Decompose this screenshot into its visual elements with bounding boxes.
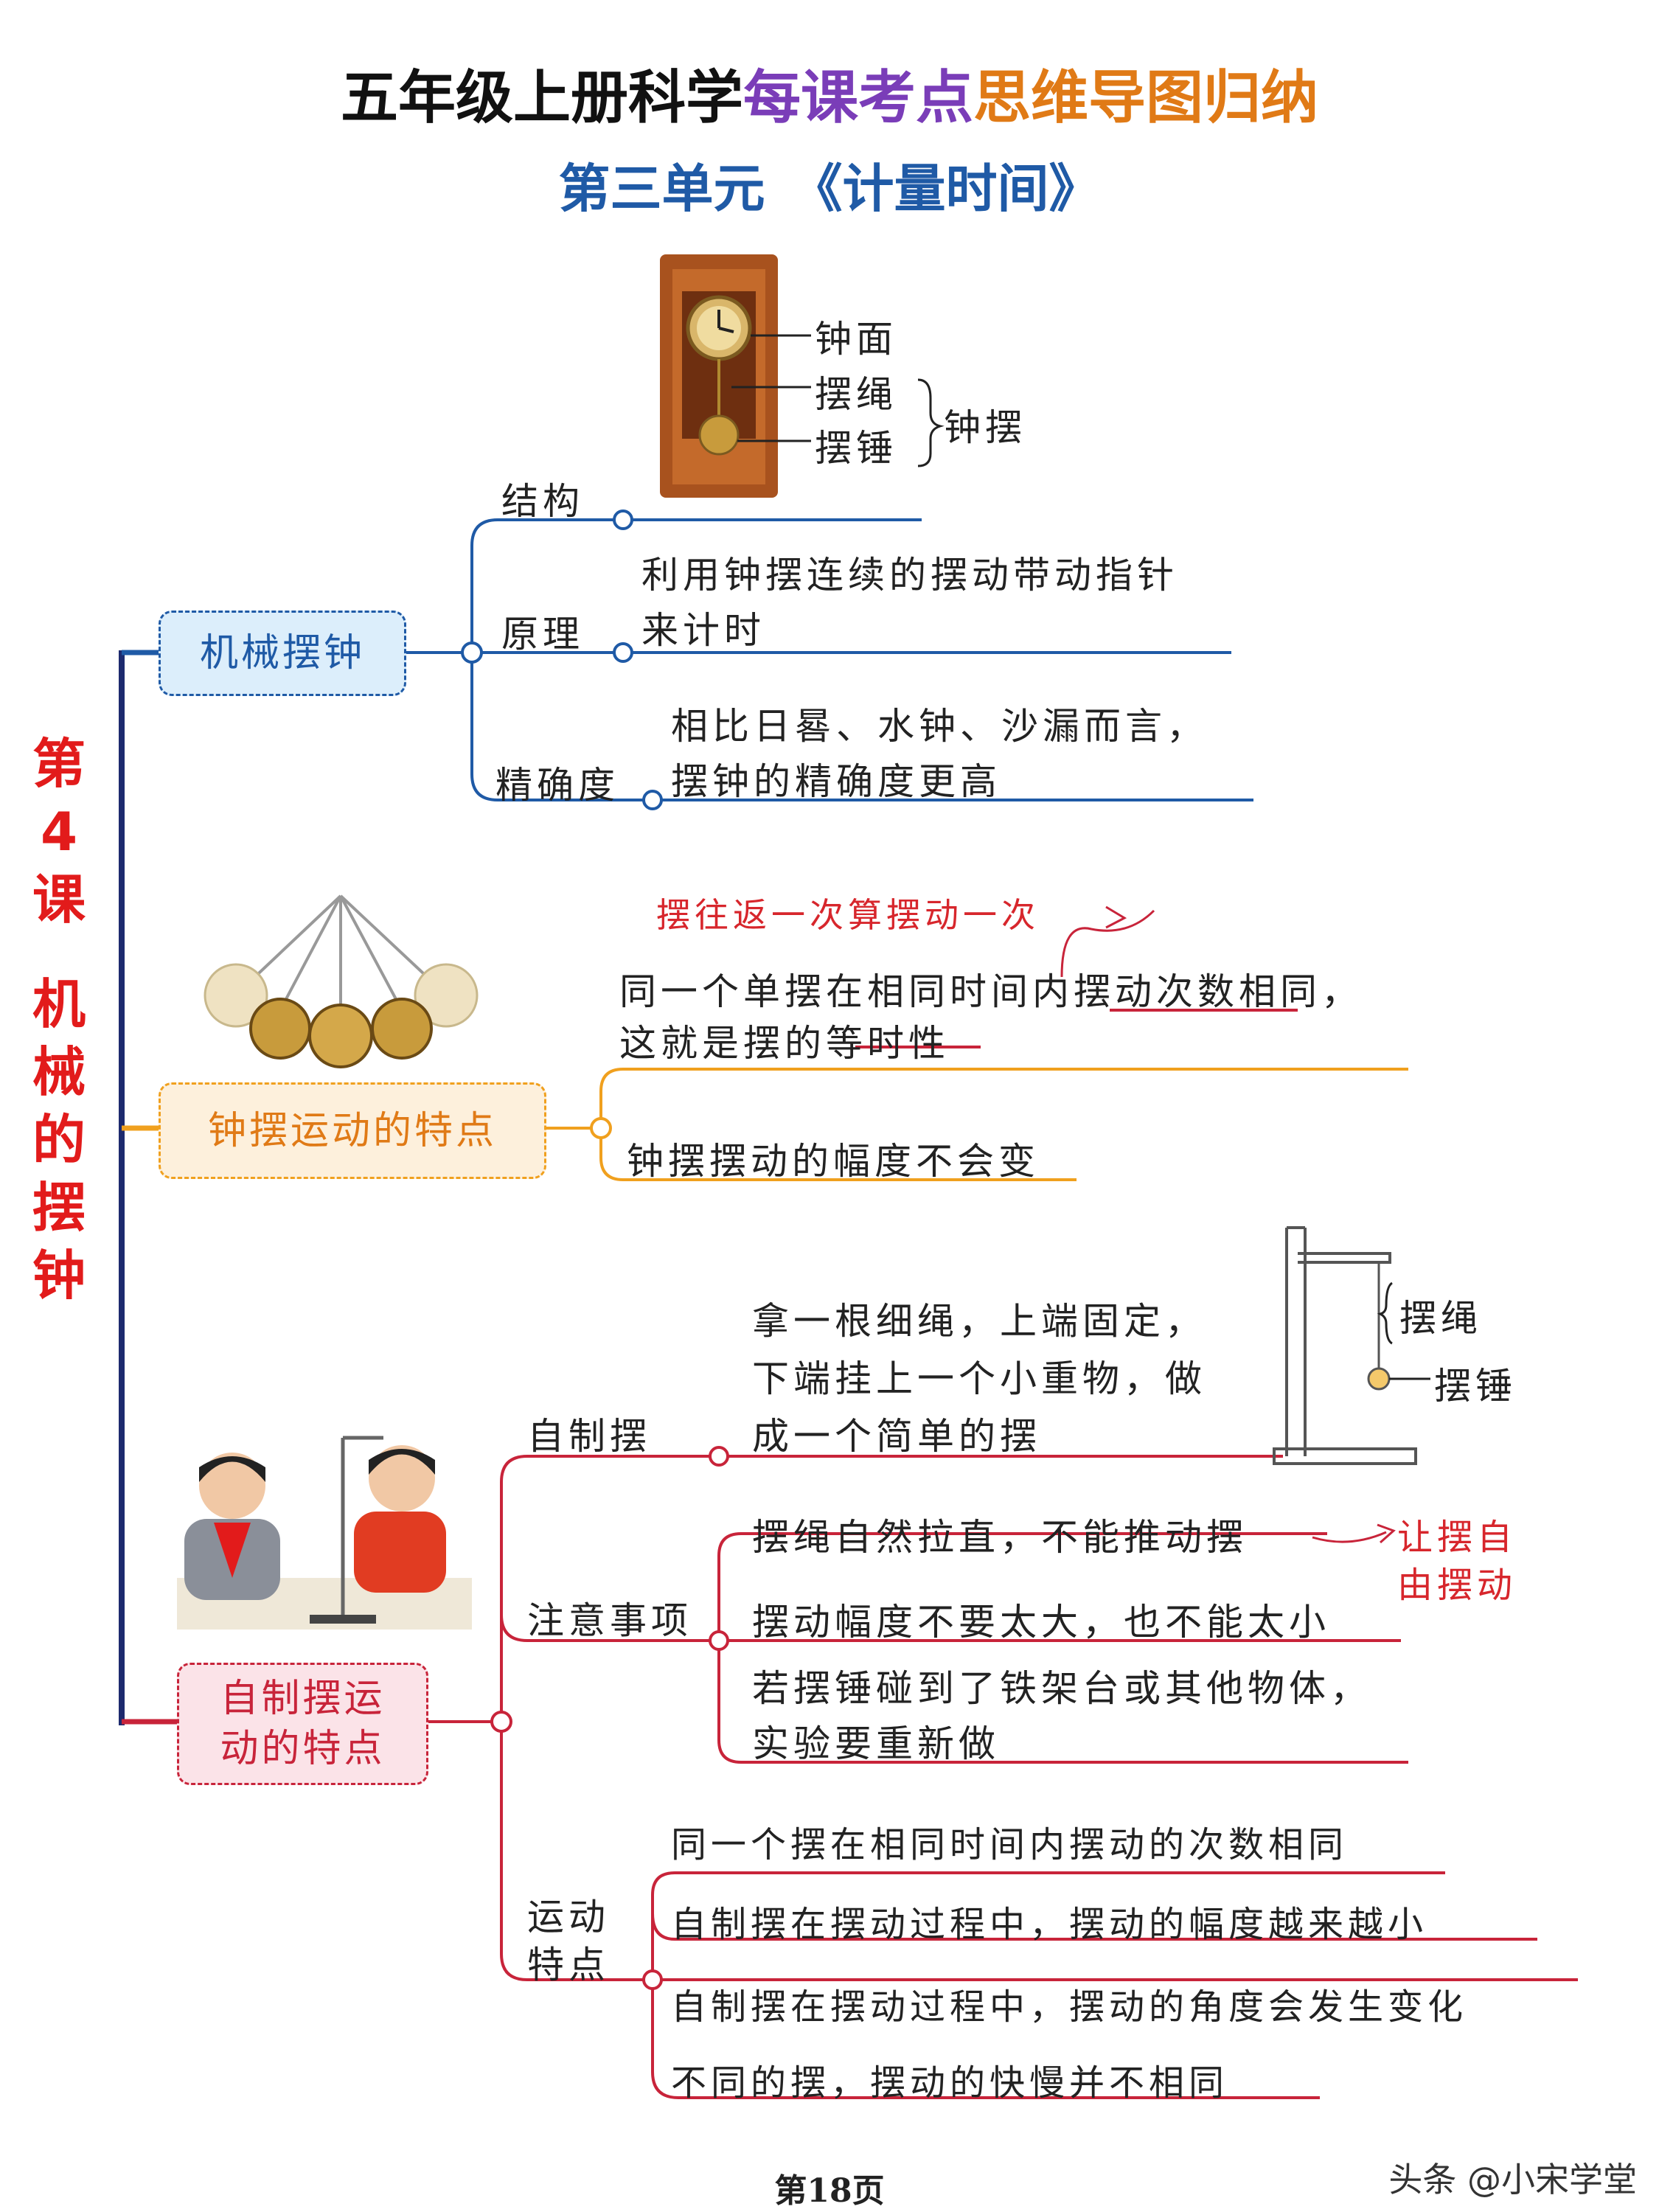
branch3-lines bbox=[424, 1455, 1578, 2099]
page-title: 五年级上册科学每课考点思维导图归纳 bbox=[0, 52, 1659, 134]
label-precision: 精确度 bbox=[495, 764, 619, 807]
lesson-char: 的 bbox=[32, 1109, 86, 1171]
motion-text-3: 自制摆在摆动过程中，摆动的角度会发生变化 bbox=[671, 1986, 1468, 2028]
label-motion-1: 运动 bbox=[527, 1896, 610, 1938]
label-self-made: 自制摆 bbox=[527, 1415, 651, 1458]
principle-text-1: 利用钟摆连续的摆动带动指针 bbox=[641, 554, 1178, 597]
stand-bob-label: 摆锤 bbox=[1434, 1365, 1517, 1408]
title-part-1: 五年级上册科学 bbox=[340, 65, 743, 131]
motion-text-1: 同一个摆在相同时间内摆动的次数相同 bbox=[671, 1824, 1349, 1865]
isochronism-text-2: 这就是摆的等时性 bbox=[619, 1022, 950, 1065]
precision-text-1: 相比日晷、水钟、沙漏而言， bbox=[671, 705, 1208, 748]
pendulum-stand-diagram bbox=[1273, 1226, 1417, 1465]
stand-rope-label: 摆绳 bbox=[1399, 1297, 1482, 1340]
pendulum-swing-icon bbox=[204, 894, 479, 1068]
students-experiment-icon bbox=[177, 1436, 472, 1630]
principle-text-2: 来计时 bbox=[641, 609, 765, 652]
lesson-label: 第 4 课 机 械 的 摆 钟 bbox=[29, 730, 88, 1310]
label-structure: 结构 bbox=[501, 480, 584, 523]
node-line-1: 自制摆运 bbox=[220, 1677, 386, 1721]
notes-side-1: 让摆自 bbox=[1397, 1517, 1517, 1558]
page-number: 第18页 bbox=[774, 2172, 885, 2210]
node-pendulum-motion-features: 钟摆运动的特点 bbox=[159, 1082, 546, 1179]
swing-definition-note: 摆往返一次算摆动一次 bbox=[656, 895, 1040, 935]
notes-text-3: 若摆锤碰到了铁架台或其他物体， bbox=[752, 1667, 1371, 1710]
notes-side-2: 由摆动 bbox=[1397, 1565, 1517, 1606]
isochronism-text-1: 同一个单摆在相同时间内摆动次数相同， bbox=[619, 970, 1363, 1013]
lesson-char: 第 bbox=[32, 733, 86, 795]
clock-bob-label: 摆锤 bbox=[815, 427, 897, 470]
lesson-char: 课 bbox=[32, 869, 86, 931]
lesson-char: 摆 bbox=[32, 1177, 86, 1239]
unit-subtitle: 第三单元 《计量时间》 bbox=[558, 159, 1101, 219]
clock-face-label: 钟面 bbox=[815, 318, 897, 361]
lesson-char: 4 bbox=[40, 801, 78, 863]
title-part-3: 思维导图归纳 bbox=[973, 65, 1319, 131]
label-principle: 原理 bbox=[501, 613, 584, 655]
notes-text-1: 摆绳自然拉直，不能推动摆 bbox=[752, 1516, 1248, 1559]
notes-text-4: 实验要重新做 bbox=[752, 1722, 1000, 1765]
motion-text-4: 不同的摆，摆动的快慢并不相同 bbox=[671, 2062, 1229, 2104]
label-motion-2: 特点 bbox=[527, 1944, 610, 1986]
self-made-text-1: 拿一根细绳，上端固定， bbox=[752, 1300, 1206, 1343]
lesson-char: 机 bbox=[32, 973, 86, 1035]
pendulum-clock-icon bbox=[660, 254, 778, 498]
node-line-2: 动的特点 bbox=[220, 1727, 386, 1771]
self-made-text-3: 成一个简单的摆 bbox=[752, 1415, 1041, 1458]
lesson-char: 械 bbox=[32, 1041, 86, 1103]
motion-text-2: 自制摆在摆动过程中，摆动的幅度越来越小 bbox=[671, 1904, 1428, 1945]
amplitude-text: 钟摆摆动的幅度不会变 bbox=[627, 1140, 1040, 1183]
node-mechanical-pendulum-clock: 机械摆钟 bbox=[159, 611, 406, 696]
precision-text-2: 摆钟的精确度更高 bbox=[671, 760, 1001, 803]
label-notes: 注意事项 bbox=[527, 1599, 692, 1642]
lesson-char bbox=[29, 933, 88, 970]
clock-rope-label: 摆绳 bbox=[815, 373, 897, 416]
notes-text-2: 摆动幅度不要太大，也不能太小 bbox=[752, 1601, 1330, 1644]
clock-pendulum-label: 钟摆 bbox=[944, 406, 1026, 449]
self-made-text-2: 下端挂上一个小重物，做 bbox=[752, 1357, 1206, 1400]
branch1-lines bbox=[402, 518, 1253, 801]
title-part-2: 每课考点 bbox=[742, 65, 973, 131]
node-self-made-pendulum: 自制摆运 动的特点 bbox=[177, 1663, 428, 1785]
lesson-char: 钟 bbox=[32, 1245, 86, 1307]
watermark: 头条 @小宋学堂 bbox=[1388, 2160, 1637, 2199]
